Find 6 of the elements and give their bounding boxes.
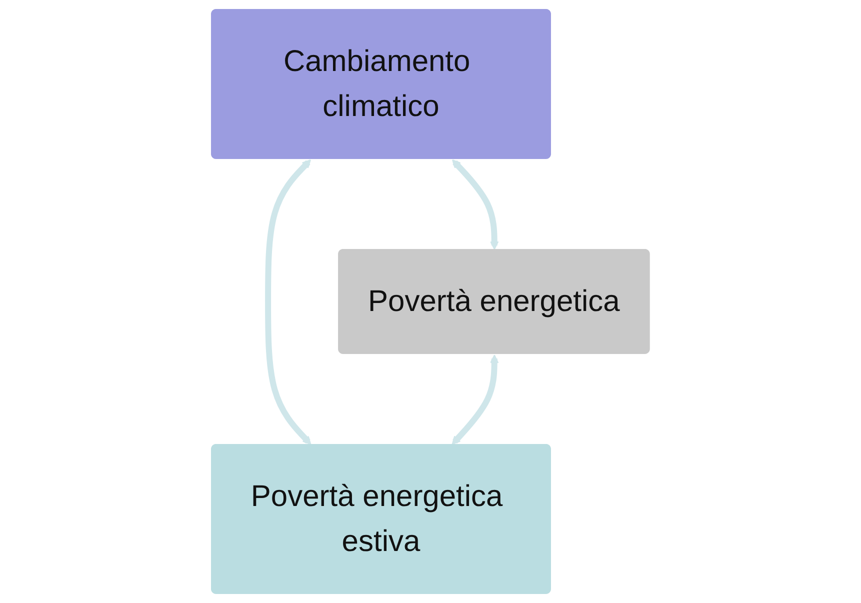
node-box: Povertà energetica estiva [211, 444, 552, 594]
arrow [452, 354, 499, 445]
node-box: Cambiamento climatico [211, 9, 552, 159]
arrow [452, 159, 499, 250]
arrow [265, 159, 312, 445]
node-box: Povertà energetica [338, 249, 650, 354]
